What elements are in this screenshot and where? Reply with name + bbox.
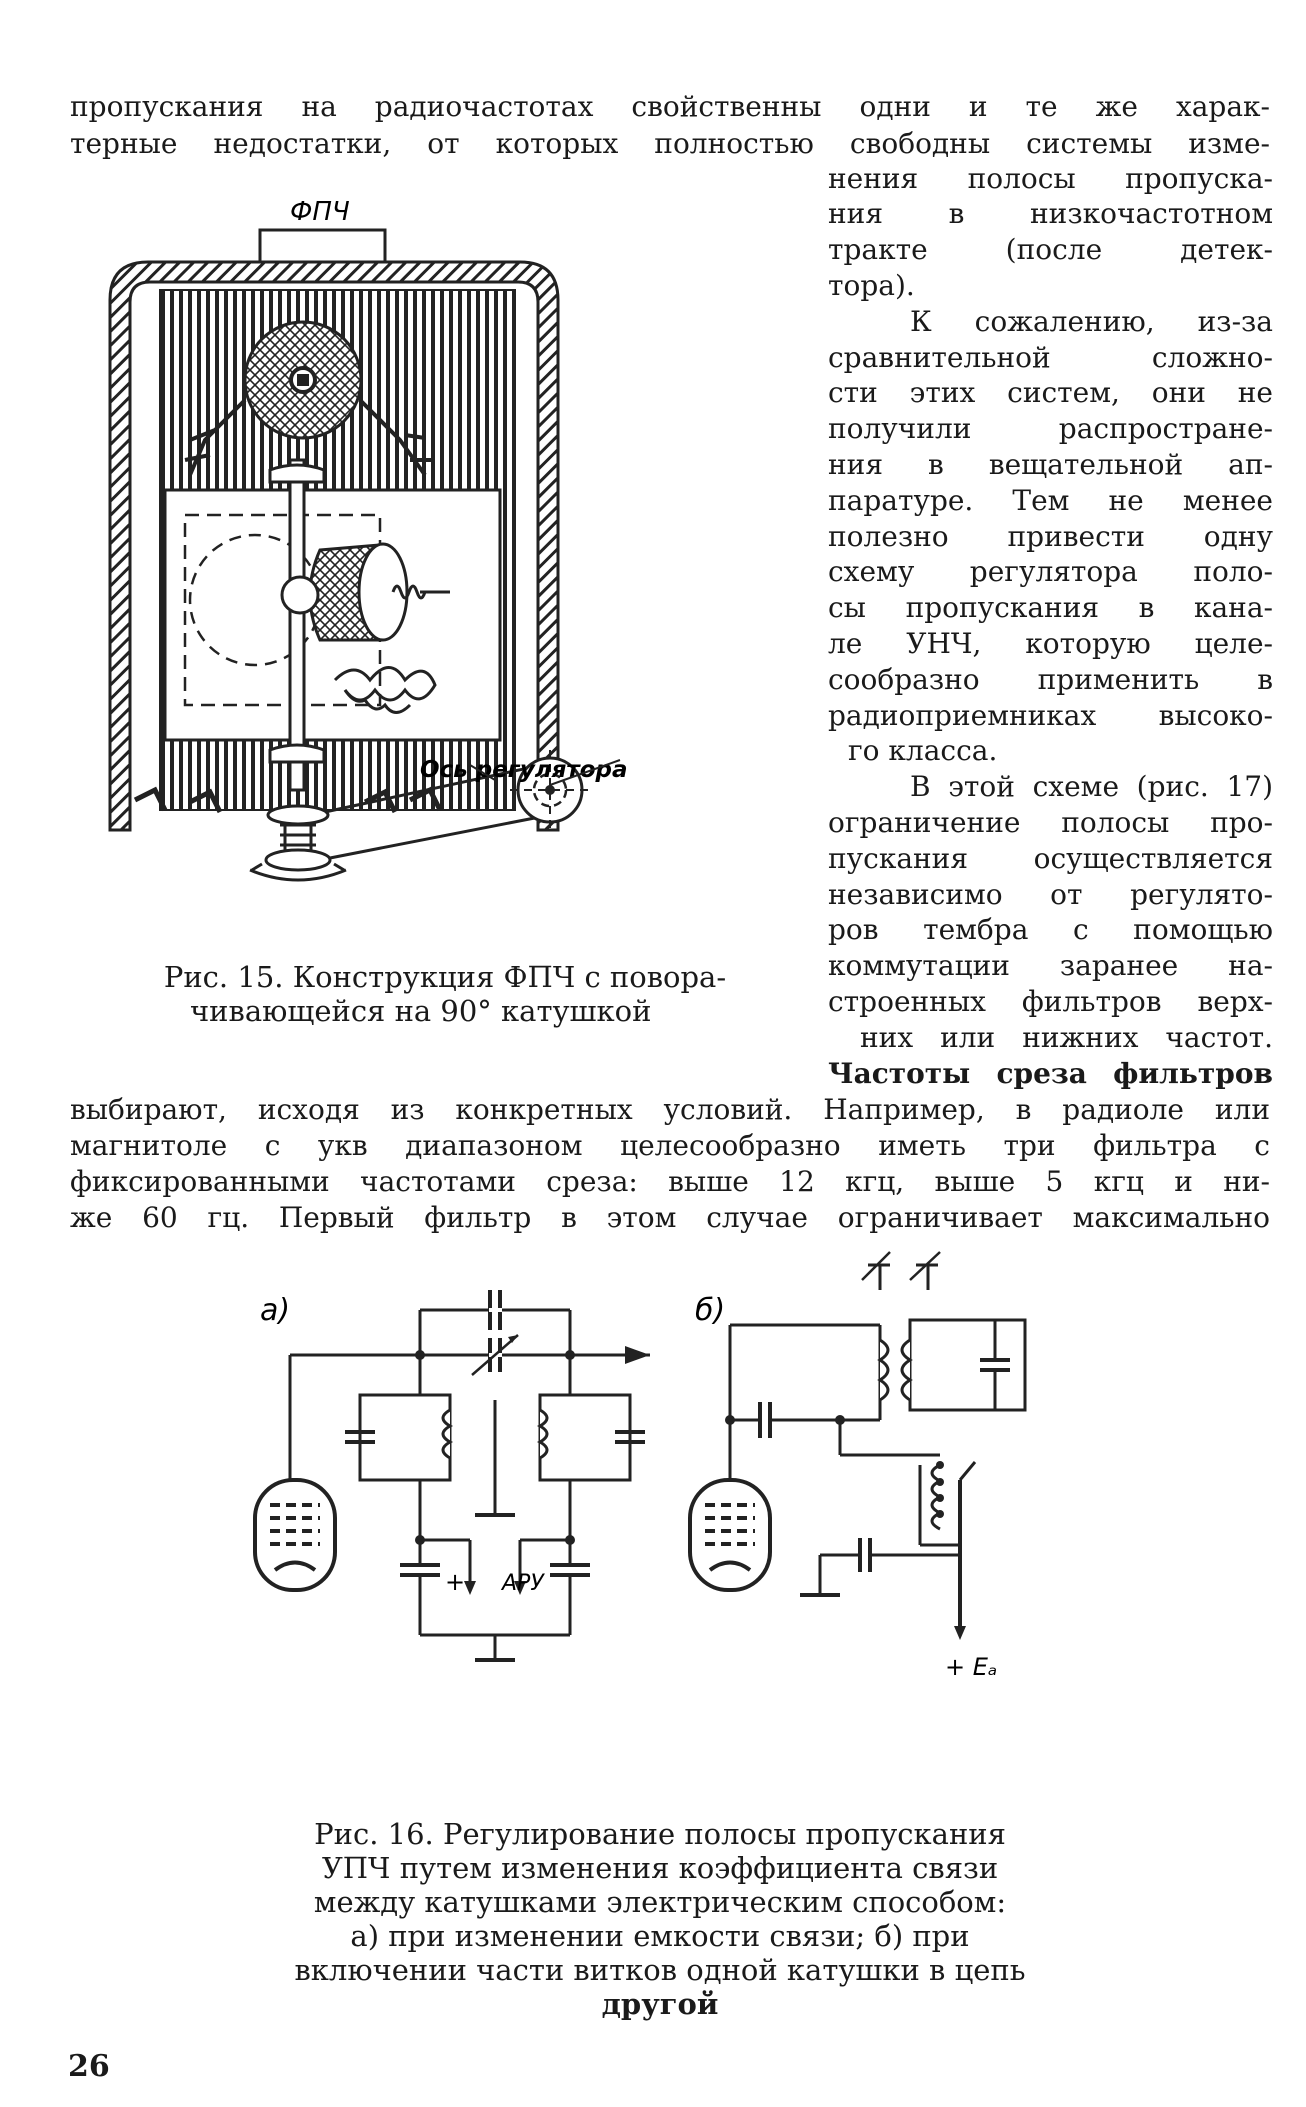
figure-16-caption-line: Рис. 16. Регулирование полосы пропускани…	[314, 1817, 1006, 1851]
body-text-line: фиксированными частотами среза: выше 12 …	[70, 1165, 1270, 1198]
figure-15-caption-line: Рис. 15. Конструкция ФПЧ с повора-	[163, 960, 727, 994]
can-top-cap	[258, 228, 387, 264]
figure-15-drawing: ФПЧ Ось регулятора	[108, 197, 628, 882]
plus-label: +	[445, 1568, 465, 1596]
column-text-line: ния в низкочастотном	[828, 197, 1273, 230]
shield-can	[108, 260, 560, 832]
column-text-line: пускания осуществляется	[828, 842, 1273, 875]
body-text-line: пропускания на радиочастотах свойственны…	[70, 90, 1270, 123]
body-text-line: выбирают, исходя из конкретных условий. …	[70, 1093, 1270, 1126]
column-text-line: ния в вещательной ап-	[828, 448, 1273, 481]
figure-16-caption-line: а) при изменении емкости связи; б) при	[350, 1919, 970, 1953]
column-text-line: независимо от регулято-	[828, 878, 1273, 911]
column-text-line: них или нижних частот.	[860, 1021, 1273, 1054]
label-b: б)	[695, 1293, 725, 1328]
column-text-line: тора).	[828, 269, 915, 302]
column-text-line: ле УНЧ, которую целе-	[828, 627, 1273, 660]
figure-16-drawing: а) + АРУ б	[253, 1251, 1027, 1681]
figure-16-caption-line: включении части витков одной катушки в ц…	[294, 1953, 1026, 1987]
shaft	[288, 458, 306, 792]
pulley-large	[266, 804, 330, 826]
column-text-line: ограничение полосы про-	[828, 806, 1273, 839]
column-text-line: Частоты среза фильтров	[828, 1057, 1273, 1090]
body-text-line: магнитоле с укв диапазоном целесообразно…	[70, 1129, 1270, 1162]
eb-label: + Eₐ	[945, 1653, 997, 1681]
column-text-line: сы пропускания в кана-	[828, 591, 1273, 624]
column-text-line: сообразно применить в	[828, 663, 1273, 696]
column-text-line: получили распростране-	[828, 412, 1273, 445]
figure-15-caption-line: чивающейся на 90° катушкой	[190, 994, 652, 1028]
column-text-line: схему регулятора поло-	[828, 555, 1273, 588]
body-text-line: же 60 гц. Первый фильтр в этом случае ог…	[70, 1201, 1270, 1234]
body-text-line: терные недостатки, от которых полностью …	[70, 127, 1270, 160]
axis-label: Ось регулятора	[420, 757, 628, 783]
column-text-line: В этой схеме (рис. 17)	[910, 770, 1273, 803]
label-a: а)	[260, 1293, 290, 1328]
column-text-line: коммутации заранее на-	[828, 949, 1273, 982]
column-text-line: паратуре. Тем не менее	[828, 484, 1273, 517]
figure-16-caption-line: между катушками электрическим способом:	[313, 1885, 1007, 1919]
page-number: 26	[68, 2049, 110, 2084]
column-text-line: нения полосы пропуска-	[828, 162, 1273, 195]
column-text-line: К сожалению, из-за	[910, 305, 1273, 338]
tube-b	[688, 1478, 772, 1592]
column-text-line: сравнительной сложно-	[828, 341, 1273, 374]
column-text-line: го класса.	[848, 734, 998, 767]
figure-16-caption-line: другой	[601, 1987, 719, 2021]
tube-a	[253, 1478, 337, 1592]
figure-16-caption-line: УПЧ путем изменения коэффициента связи	[321, 1851, 999, 1885]
column-text-line: сти этих систем, они не	[828, 376, 1273, 409]
column-text-line: строенных фильтров верх-	[828, 985, 1273, 1018]
column-text-line: полезно привести одну	[828, 520, 1273, 553]
fpch-label: ФПЧ	[290, 197, 350, 227]
aru-label: АРУ	[500, 1571, 545, 1596]
column-text-line: ров тембра с помощью	[828, 913, 1273, 946]
column-text-line: тракте (после детек-	[828, 233, 1273, 266]
column-text-line: радиоприемниках высоко-	[828, 699, 1273, 732]
